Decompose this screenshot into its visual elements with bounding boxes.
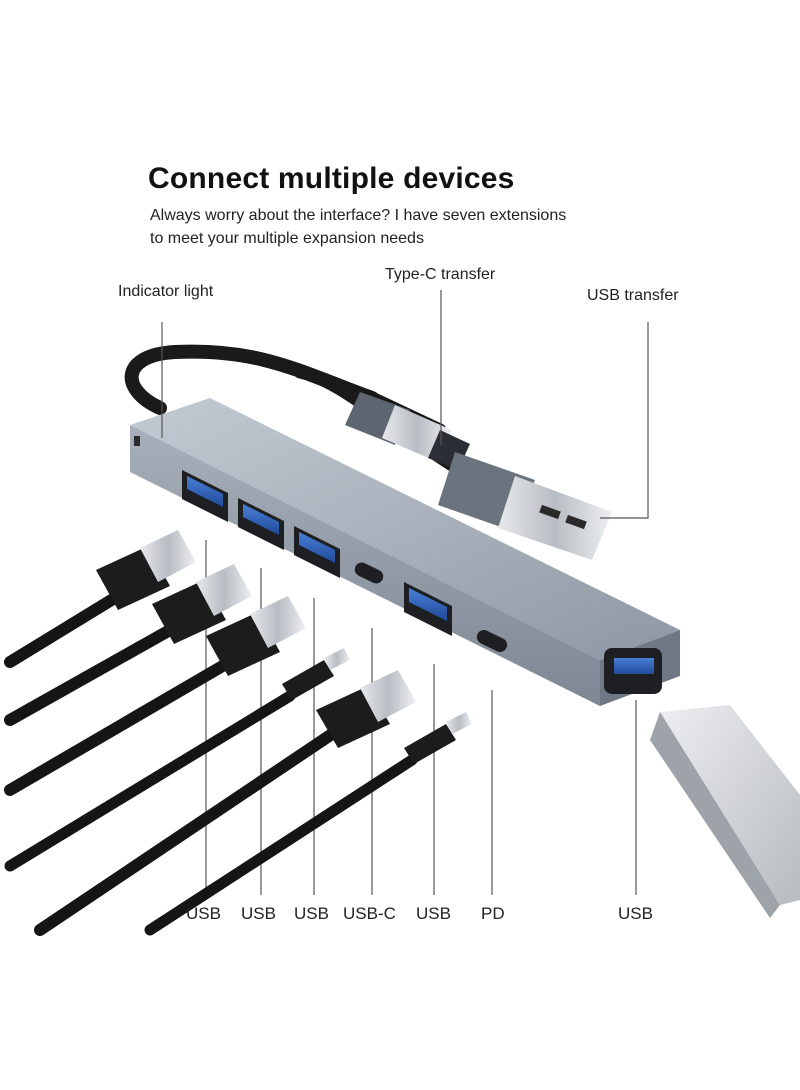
usb-cable-1 [4,530,196,668]
usba-plug [438,452,612,560]
typec-plug [345,392,470,470]
usb-cable-4 [34,670,416,936]
port-label-usbc: USB-C [343,904,396,923]
front-usb-port-4 [404,582,452,636]
usb-cable-3 [4,596,306,796]
port-label-pd: PD [481,904,505,923]
callout-typec-transfer: Type-C transfer [385,266,496,283]
port-label-usb-4: USB [416,904,451,923]
usbc-cable-1 [4,648,350,872]
hub-body [130,398,680,706]
callout-indicator-light: Indicator light [118,283,214,300]
port-label-usb-side: USB [618,904,653,923]
port-label-usb-3: USB [294,904,329,923]
subheading-line-1: Always worry about the interface? I have… [150,207,567,224]
subheading-line-2: to meet your multiple expansion needs [150,230,424,247]
usb-cable-2 [4,564,252,726]
headline: Connect multiple devices [148,162,515,195]
front-pd-port [476,630,508,652]
indicator-light [134,436,140,446]
front-usb-port-1 [182,470,228,522]
callout-usb-transfer: USB transfer [587,287,679,304]
front-usb-port-2 [238,498,284,550]
port-label-usb-2: USB [241,904,276,923]
front-usb-port-3 [294,526,340,578]
usbc-cable-2 [144,712,472,936]
front-usbc-port [354,562,384,584]
port-label-usb-1: USB [186,904,221,923]
side-usb-port [604,648,662,694]
flash-drive [660,705,800,905]
